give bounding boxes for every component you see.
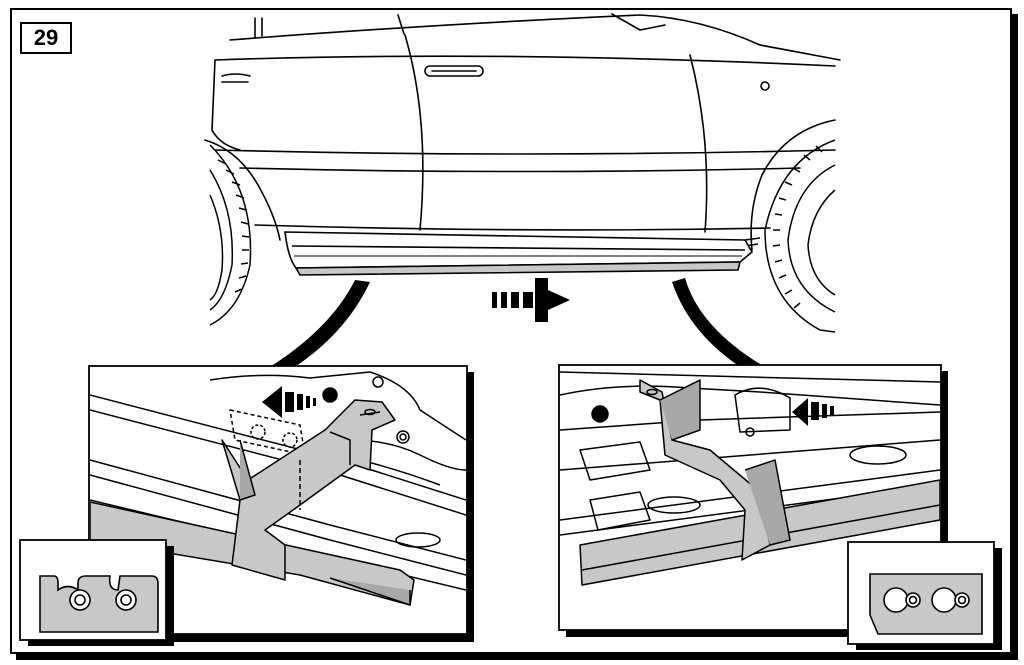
slot-hole-icon	[39, 575, 159, 633]
step-number-box: 29	[20, 22, 72, 54]
step-number: 29	[33, 25, 59, 50]
right-wheel	[744, 139, 836, 333]
right-callout-swoosh	[672, 278, 770, 370]
left-wheel	[209, 144, 252, 326]
left-callout-swoosh	[265, 280, 370, 370]
running-board	[284, 231, 754, 276]
insert-direction-arrow-icon	[262, 386, 316, 418]
move-direction-arrow-icon	[492, 278, 570, 322]
round-hole-icon	[869, 573, 983, 635]
insert-direction-arrow-icon-right	[792, 398, 834, 426]
